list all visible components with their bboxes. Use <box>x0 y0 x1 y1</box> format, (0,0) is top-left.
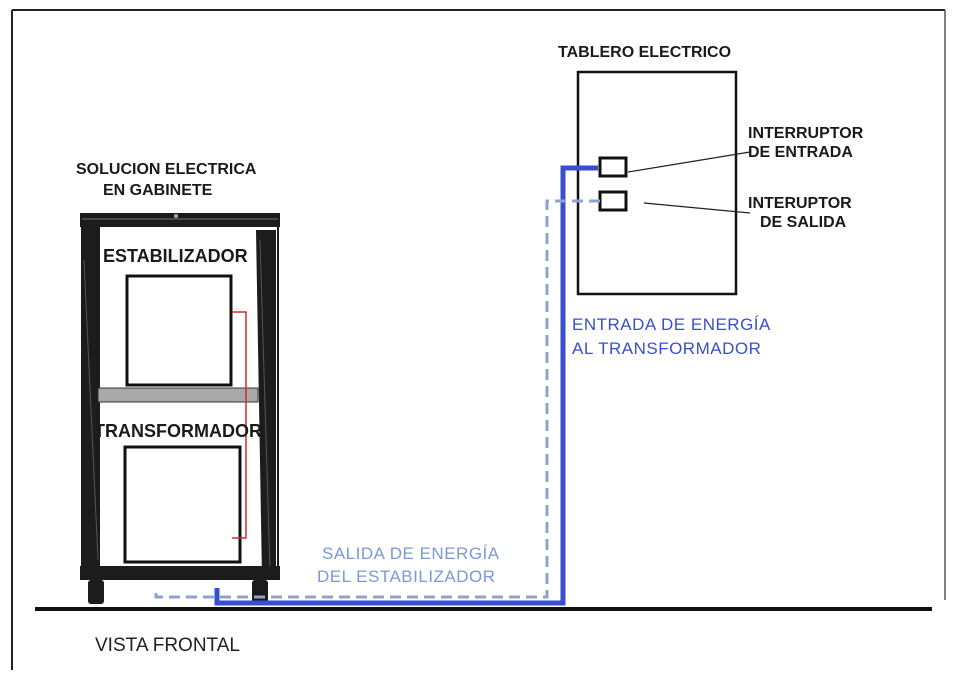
cabinet-base <box>80 566 280 580</box>
transformer-label: TRANSFORMADOR <box>94 421 262 441</box>
input-switch <box>598 156 628 178</box>
transformer-input-cable <box>214 165 598 606</box>
cabinet-left-post-edge <box>83 259 99 561</box>
output-switch-label-line2: DE SALIDA <box>760 214 847 231</box>
transformer-input-label-line1: ENTRADA DE ENERGÍA <box>572 315 771 334</box>
red-internal-connector <box>232 311 247 539</box>
cabinet-left-wheel <box>88 580 104 604</box>
cabinet-title-line2: EN GABINETE <box>103 182 213 199</box>
stabilizer-label: ESTABILIZADOR <box>103 246 248 266</box>
stabilizer-output-label-line2: DEL ESTABILIZADOR <box>317 567 496 586</box>
input-switch-label-line2: DE ENTRADA <box>748 144 853 161</box>
view-caption: VISTA FRONTAL <box>95 635 240 656</box>
cabinet-title-line1: SOLUCION ELECTRICA <box>76 161 257 178</box>
cabinet-right-post <box>256 230 276 578</box>
output-switch <box>598 190 628 212</box>
cabinet-top-bar <box>80 213 280 227</box>
stabilizer-box <box>125 274 233 387</box>
panel-title: TABLERO ELECTRICO <box>558 44 732 61</box>
transformer-input-label-line2: AL TRANSFORMADOR <box>572 339 762 358</box>
input-switch-leader <box>627 151 751 173</box>
transformer-box <box>123 445 242 564</box>
input-switch-label-line1: INTERRUPTOR <box>748 125 864 142</box>
cabinet-right-wheel <box>252 580 268 604</box>
cabinet-right-post-edge <box>259 239 271 571</box>
cabinet <box>80 213 280 604</box>
panel-box <box>576 70 738 296</box>
cabinet-shelf <box>97 387 259 403</box>
stabilizer-output-cable <box>154 199 600 599</box>
cabinet-top-screw <box>174 214 178 218</box>
output-switch-label-line1: INTERUPTOR <box>748 195 852 212</box>
output-switch-leader <box>643 202 751 214</box>
electrical-panel <box>576 70 751 296</box>
stabilizer-output-label-line1: SALIDA DE ENERGÍA <box>322 544 500 563</box>
